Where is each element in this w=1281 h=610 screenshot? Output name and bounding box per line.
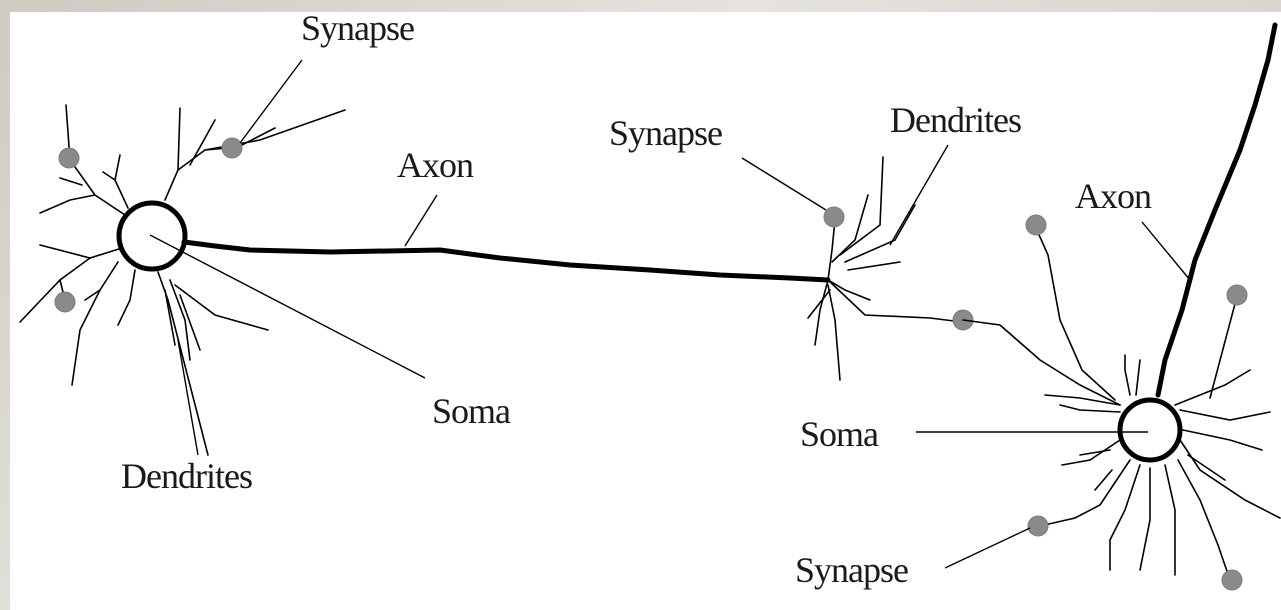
synapse-dot [1222, 570, 1242, 590]
middle-terminal-branches [808, 157, 962, 380]
label-synapse-mid: Synapse [609, 113, 722, 153]
synapse-dot [1028, 516, 1048, 536]
synapse-dot [1227, 285, 1247, 305]
synapse-dot [824, 207, 844, 227]
synapse-dot [55, 292, 75, 312]
label-dendrites-top: Dendrites [890, 100, 1021, 140]
label-soma-right: Soma [800, 414, 879, 454]
label-soma-left: Soma [432, 391, 511, 431]
label-axon-right: Axon [1075, 176, 1152, 216]
label-dendrites-bottom: Dendrites [121, 456, 252, 496]
right-axon [1158, 25, 1275, 395]
synapse-dot [222, 138, 242, 158]
synapse-dot [59, 148, 79, 168]
right-soma [1120, 400, 1180, 460]
synapse-dot [1026, 215, 1046, 235]
label-synapse-bottom: Synapse [795, 550, 908, 590]
label-synapse-top: Synapse [301, 8, 414, 48]
label-axon-mid: Axon [397, 145, 474, 185]
right-neuron-dendrites [963, 228, 1280, 580]
left-axon [184, 242, 828, 280]
